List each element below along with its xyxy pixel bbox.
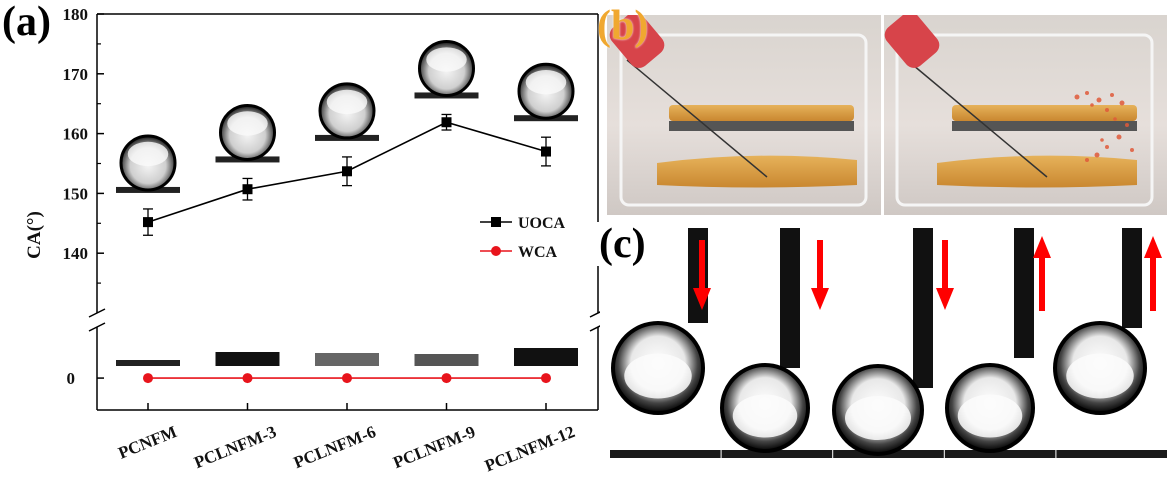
legend-marker-uoca [491,217,501,227]
legend-label-uoca: UOCA [518,215,566,232]
baseline-surface [610,450,721,458]
droplet-highlight [1066,353,1134,399]
uoca-point [541,146,551,157]
y-axis-label: CA(°) [24,211,45,259]
arrow-down-head [693,288,711,310]
needle [1014,228,1034,358]
baseline-surface [721,450,833,458]
panel-label-b: (b) [597,3,649,49]
legend: UOCA WCA [480,215,566,261]
y-tick-label: 170 [63,65,89,84]
needle [780,228,800,368]
legend-label-wca: WCA [518,244,558,261]
uoca-point [242,184,253,195]
y-tick-label: 140 [63,244,89,263]
arrow-up-head [1144,236,1162,258]
x-tick-label: PCLNFM-9 [390,422,478,472]
droplet-highlight [732,394,798,438]
panel-label-c: (c) [597,221,648,267]
axis-break-mark [589,311,600,318]
arrow-down-head [936,288,954,310]
water-droplet-substrate [315,353,379,366]
baseline-surface [1056,450,1167,458]
wca-point [441,373,452,384]
arrow-up-shaft [1150,256,1156,311]
x-tick-label: PCLNFM-6 [291,422,379,472]
droplet-highlight [426,47,467,72]
direction-arrows [693,236,1162,311]
arrow-down-shaft [699,240,705,290]
oil-absorption-photo [607,15,1167,215]
droplet-frames [610,228,1167,458]
axis-break-mark [88,322,106,332]
water-droplet-substrate [116,360,180,366]
droplet-highlight [957,394,1023,438]
needle [913,228,933,388]
water-droplet-substrate [215,352,280,366]
x-tick-label: PCLNFM-3 [191,422,279,472]
legend-marker-wca [491,246,501,256]
x-tick-label: PCLNFM-12 [482,422,578,475]
droplet-highlight [624,353,692,399]
photo-left [607,15,881,215]
uoca-point [143,217,153,228]
droplet-insets [116,39,578,366]
wca-point [541,373,551,384]
y-tick-label: 0 [67,369,76,388]
y-tick-label: 150 [63,184,89,203]
wca-point [242,373,253,384]
water-droplet-substrate [514,348,578,366]
droplet-highlight [227,111,268,136]
axis-break-mark [88,308,106,318]
wca-point [342,373,352,384]
axis-break-mark [589,325,600,332]
series-layer [143,113,551,384]
y-tick-label: 180 [63,5,89,24]
photo-right [884,15,1167,215]
droplet-highlight [326,89,368,115]
y-tick-label: 160 [63,125,89,144]
contact-angle-chart: UOCA WCA 140 150 160 170 180 0 CA(°) PCNFM PCLNFM… [24,5,600,475]
needle [1122,228,1142,328]
arrow-down-head [811,288,829,310]
droplet-highlight [127,141,169,167]
axis-ticks [97,13,547,410]
wca-point [143,373,153,384]
panel-label-a: (a) [2,0,51,45]
droplet-highlight [525,70,567,95]
arrow-up-shaft [1039,256,1045,311]
arrow-down-shaft [817,240,823,290]
droplet-highlight [845,396,911,440]
arrow-up-head [1033,236,1051,258]
water-droplet-substrate [414,354,479,366]
arrow-down-shaft [942,240,948,290]
droplet-sequence-photo [610,228,1168,466]
x-tick-label: PCNFM [115,422,179,463]
uoca-point [342,166,352,177]
uoca-point [441,117,452,128]
baseline-surface [944,450,1056,458]
